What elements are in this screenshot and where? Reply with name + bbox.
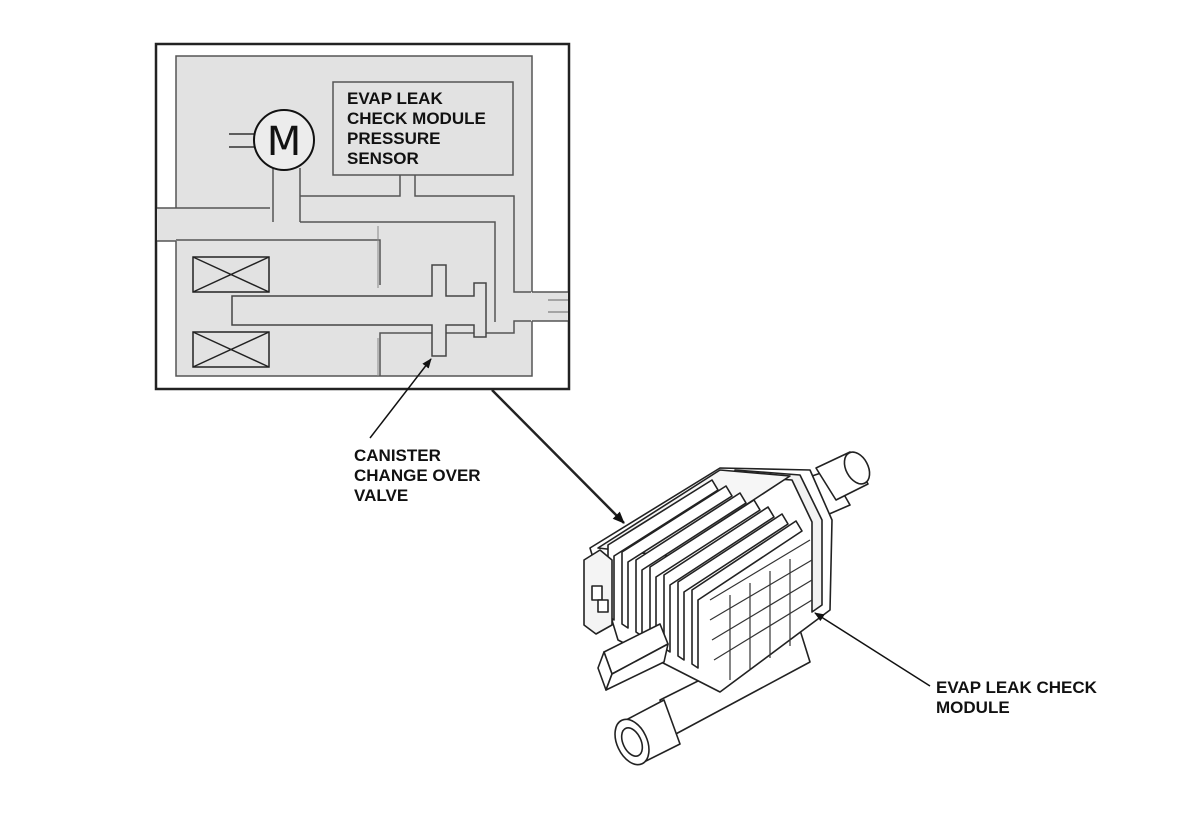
electrical-connector <box>597 623 669 691</box>
pressure-sensor-label: EVAP LEAK CHECK MODULE PRESSURE SENSOR <box>347 89 491 168</box>
left-port <box>157 208 177 241</box>
pressure-sensor: EVAP LEAK CHECK MODULE PRESSURE SENSOR <box>332 81 514 176</box>
lower-hose-nipple <box>614 629 811 766</box>
module-label-line: EVAP LEAK CHECK <box>936 678 1098 697</box>
motor-label: M <box>267 119 302 165</box>
module-label-line: MODULE <box>936 698 1010 717</box>
sensor-label-line: SENSOR <box>347 149 419 168</box>
motor-symbol: M <box>229 109 315 222</box>
module-label: EVAP LEAK CHECK MODULE <box>936 678 1102 717</box>
module-leader-line <box>814 612 931 687</box>
valve-label-line: VALVE <box>354 486 408 505</box>
cooling-fins <box>607 479 803 669</box>
pressure-sensor-box <box>332 81 514 176</box>
evap-leak-check-module-illustration <box>583 451 871 766</box>
schematic-inset: M EVAP LEAK CHECK MODULE PRESSURE SENSOR <box>154 42 571 391</box>
sensor-label-line: CHECK MODULE <box>347 109 486 128</box>
valve-leader-line <box>369 358 432 439</box>
inset-to-module-arrow <box>491 389 625 524</box>
valve-label-line: CANISTER <box>354 446 441 465</box>
sensor-label-line: PRESSURE <box>347 129 441 148</box>
internal-passages <box>176 175 531 376</box>
solenoid-coil-lower <box>192 331 270 368</box>
right-port <box>531 292 568 321</box>
motor-circle <box>253 109 315 171</box>
side-ribs <box>709 539 813 680</box>
solenoid-coil-upper <box>192 256 270 293</box>
valve-label: CANISTER CHANGE OVER VALVE <box>354 446 485 505</box>
valve-label-line: CHANGE OVER <box>354 466 481 485</box>
sensor-label-line: EVAP LEAK <box>347 89 443 108</box>
valve-plunger <box>231 264 487 357</box>
